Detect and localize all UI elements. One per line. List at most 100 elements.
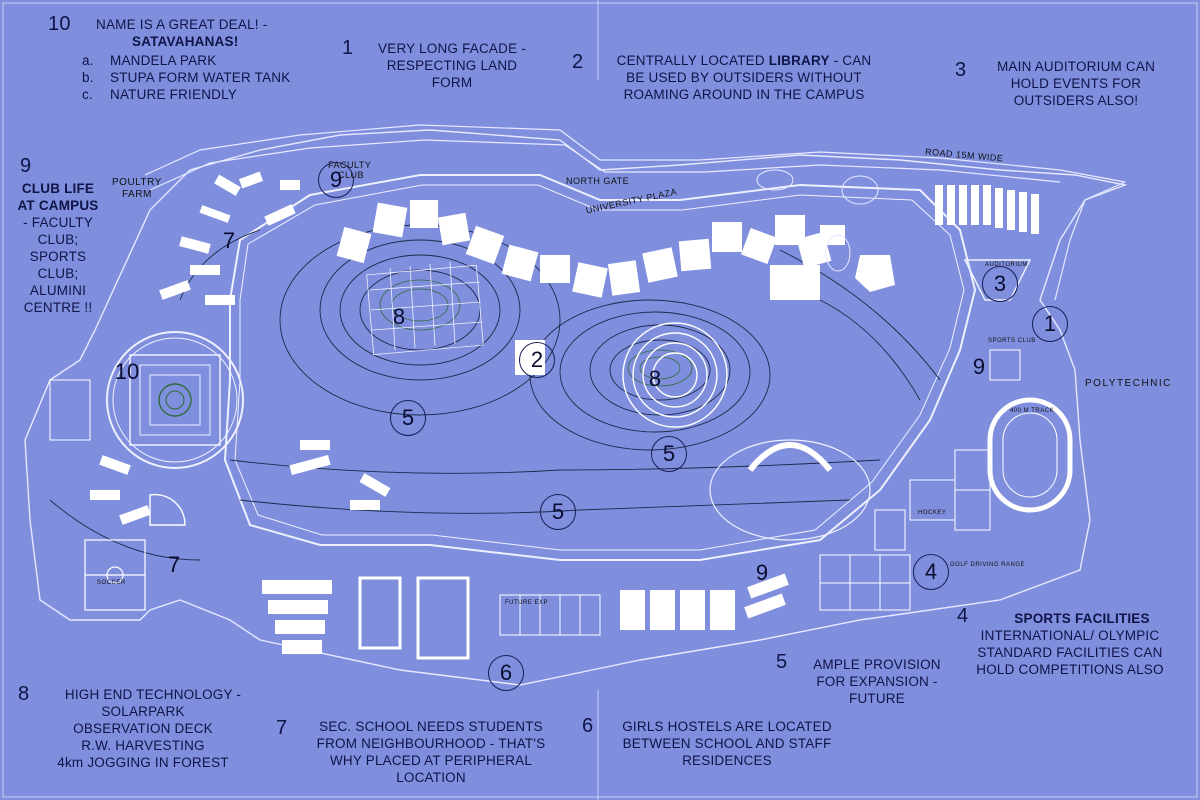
note-9-line8: CENTRE !! [23, 300, 93, 315]
road-edge-inner [149, 139, 1061, 191]
note-3-line3: OUTSIDERS ALSO! [1013, 93, 1139, 108]
map-number-7: 7 [222, 228, 236, 253]
label-future-exp: FUTURE EXP [505, 600, 549, 606]
note-3: 3 MAIN AUDITORIUM CAN HOLD EVENTS FOR OU… [955, 58, 1175, 109]
label-auditorium: AUDITORIUM [985, 262, 1028, 268]
map-number-6: 6 [488, 655, 524, 691]
road-edge-outer [144, 124, 1126, 183]
note-9-line6: CLUB; [37, 266, 79, 281]
note-1: 1 VERY LONG FACADE - RESPECTING LAND FOR… [342, 37, 542, 91]
note-6-number: 6 [582, 715, 594, 737]
note-5-line3: FUTURE [849, 691, 905, 706]
note-10-line1: NAME IS A GREAT DEAL! - [96, 17, 268, 32]
label-farm: FARM [122, 189, 152, 200]
map-number-9: 9 [318, 162, 354, 198]
note-1-line1: VERY LONG FACADE - [378, 41, 526, 56]
note-4-line1: SPORTS FACILITIES [1014, 611, 1150, 626]
note-8-number: 8 [18, 683, 30, 705]
auditorium-shape [963, 259, 1032, 301]
map-number-3: 3 [982, 266, 1018, 302]
note-7-number: 7 [276, 717, 288, 739]
note-8-line4: R.W. HARVESTING [81, 738, 205, 753]
note-4-line4: HOLD COMPETITIONS ALSO [976, 662, 1164, 677]
note-8-line1: HIGH END TECHNOLOGY - [64, 687, 242, 702]
observation-deck-circles [622, 322, 728, 428]
note-6-line1: GIRLS HOSTELS ARE LOCATED [622, 719, 832, 734]
note-2-line2: BE USED BY OUTSIDERS WITHOUT [626, 70, 862, 85]
academic-spine-buildings [336, 200, 895, 375]
note-7-line4: LOCATION [396, 770, 466, 785]
note-5-line2: FOR EXPANSION - [816, 674, 938, 689]
sports-courts [819, 349, 1021, 611]
note-2: 2 CENTRALLY LOCATED LIBRARY - CAN BE USE… [572, 52, 892, 103]
note-5-line1: AMPLE PROVISION [813, 657, 941, 672]
amphitheatre [149, 493, 186, 526]
label-track: 400 M TRACK [1010, 408, 1055, 414]
note-4: 4 SPORTS FACILITIES INTERNATIONAL/ OLYMP… [955, 605, 1185, 678]
map-number-5: 5 [540, 494, 576, 530]
central-plaza [709, 439, 871, 541]
ring-road [223, 174, 977, 561]
note-4-number: 4 [957, 605, 969, 627]
tree-patches [756, 169, 879, 272]
note-7-line2: FROM NEIGHBOURHOOD - THAT'S [316, 736, 546, 751]
note-10-item: a.MANDELA PARK [82, 53, 217, 68]
note-9-line3: - FACULTY [23, 215, 93, 230]
note-7-line3: WHY PLACED AT PERIPHERAL [329, 753, 533, 768]
label-soccer: SOCCER [97, 580, 126, 586]
contour-hills [379, 279, 693, 387]
note-9-line4: CLUB; [37, 232, 79, 247]
note-8-line2: SOLARPARK [101, 704, 185, 719]
label-hockey: HOCKEY [918, 510, 947, 516]
map-number-2: 2 [519, 342, 555, 378]
residences-row [262, 573, 789, 660]
road-east [1054, 181, 1126, 301]
label-poultry: POULTRY [112, 177, 162, 188]
label-polytechnic: POLYTECHNIC [1085, 378, 1172, 389]
map-number-7: 7 [167, 552, 181, 577]
note-1-line3: FORM [431, 75, 473, 90]
parking-bays [935, 185, 1039, 234]
note-6: 6 GIRLS HOSTELS ARE LOCATED BETWEEN SCHO… [582, 715, 852, 769]
note-1-line2: RESPECTING LAND [386, 58, 518, 73]
note-10: 10 NAME IS A GREAT DEAL! - SATAVAHANAS! … [48, 14, 328, 103]
solar-park-grid [366, 261, 484, 356]
hostel-clusters [49, 171, 391, 525]
note-1-number: 1 [342, 37, 354, 59]
map-number-9: 9 [755, 560, 769, 585]
athletics-track [987, 397, 1073, 513]
note-5-number: 5 [776, 651, 788, 673]
note-10-list: a.MANDELA PARK b.STUPA FORM WATER TANK c… [60, 52, 328, 103]
map-number-5: 5 [651, 436, 687, 472]
note-7: 7 SEC. SCHOOL NEEDS STUDENTS FROM NEIGHB… [276, 718, 566, 786]
note-9: 9 CLUB LIFE AT CAMPUS - FACULTY CLUB; SP… [8, 156, 108, 316]
note-3-line2: HOLD EVENTS FOR [1010, 76, 1142, 91]
note-2-number: 2 [572, 51, 584, 73]
note-10-line2: SATAVAHANAS! [132, 34, 239, 49]
note-7-line1: SEC. SCHOOL NEEDS STUDENTS [319, 719, 543, 734]
note-4-line3: STANDARD FACILITIES CAN [977, 645, 1163, 660]
label-faculty: FACULTY [328, 160, 372, 170]
ring-road-inner [234, 184, 965, 551]
stupa-water-tank [106, 331, 244, 469]
plaza-building [747, 442, 833, 472]
note-3-number: 3 [955, 59, 967, 81]
note-8-line5: 4km JOGGING IN FOREST [57, 755, 229, 770]
note-6-line2: BETWEEN SCHOOL AND STAFF [622, 736, 832, 751]
note-9-line7: ALUMINI [29, 283, 87, 298]
note-4-line2: INTERNATIONAL/ OLYMPIC [980, 628, 1160, 643]
note-3-line1: MAIN AUDITORIUM CAN [996, 59, 1156, 74]
note-9-line2: AT CAMPUS [17, 198, 99, 213]
note-8-line3: OBSERVATION DECK [73, 721, 213, 736]
note-10-item: c.NATURE FRIENDLY [82, 87, 238, 102]
map-number-5: 5 [390, 400, 426, 436]
map-number-9: 9 [972, 354, 986, 379]
map-number-10: 10 [114, 359, 140, 384]
note-2-line3: ROAMING AROUND IN THE CAMPUS [623, 87, 865, 102]
map-number-8: 8 [648, 366, 662, 391]
map-number-4: 4 [913, 554, 949, 590]
note-8: 8 HIGH END TECHNOLOGY - SOLARPARK OBSERV… [18, 683, 268, 771]
note-5: 5 AMPLE PROVISION FOR EXPANSION - FUTURE [776, 651, 956, 707]
